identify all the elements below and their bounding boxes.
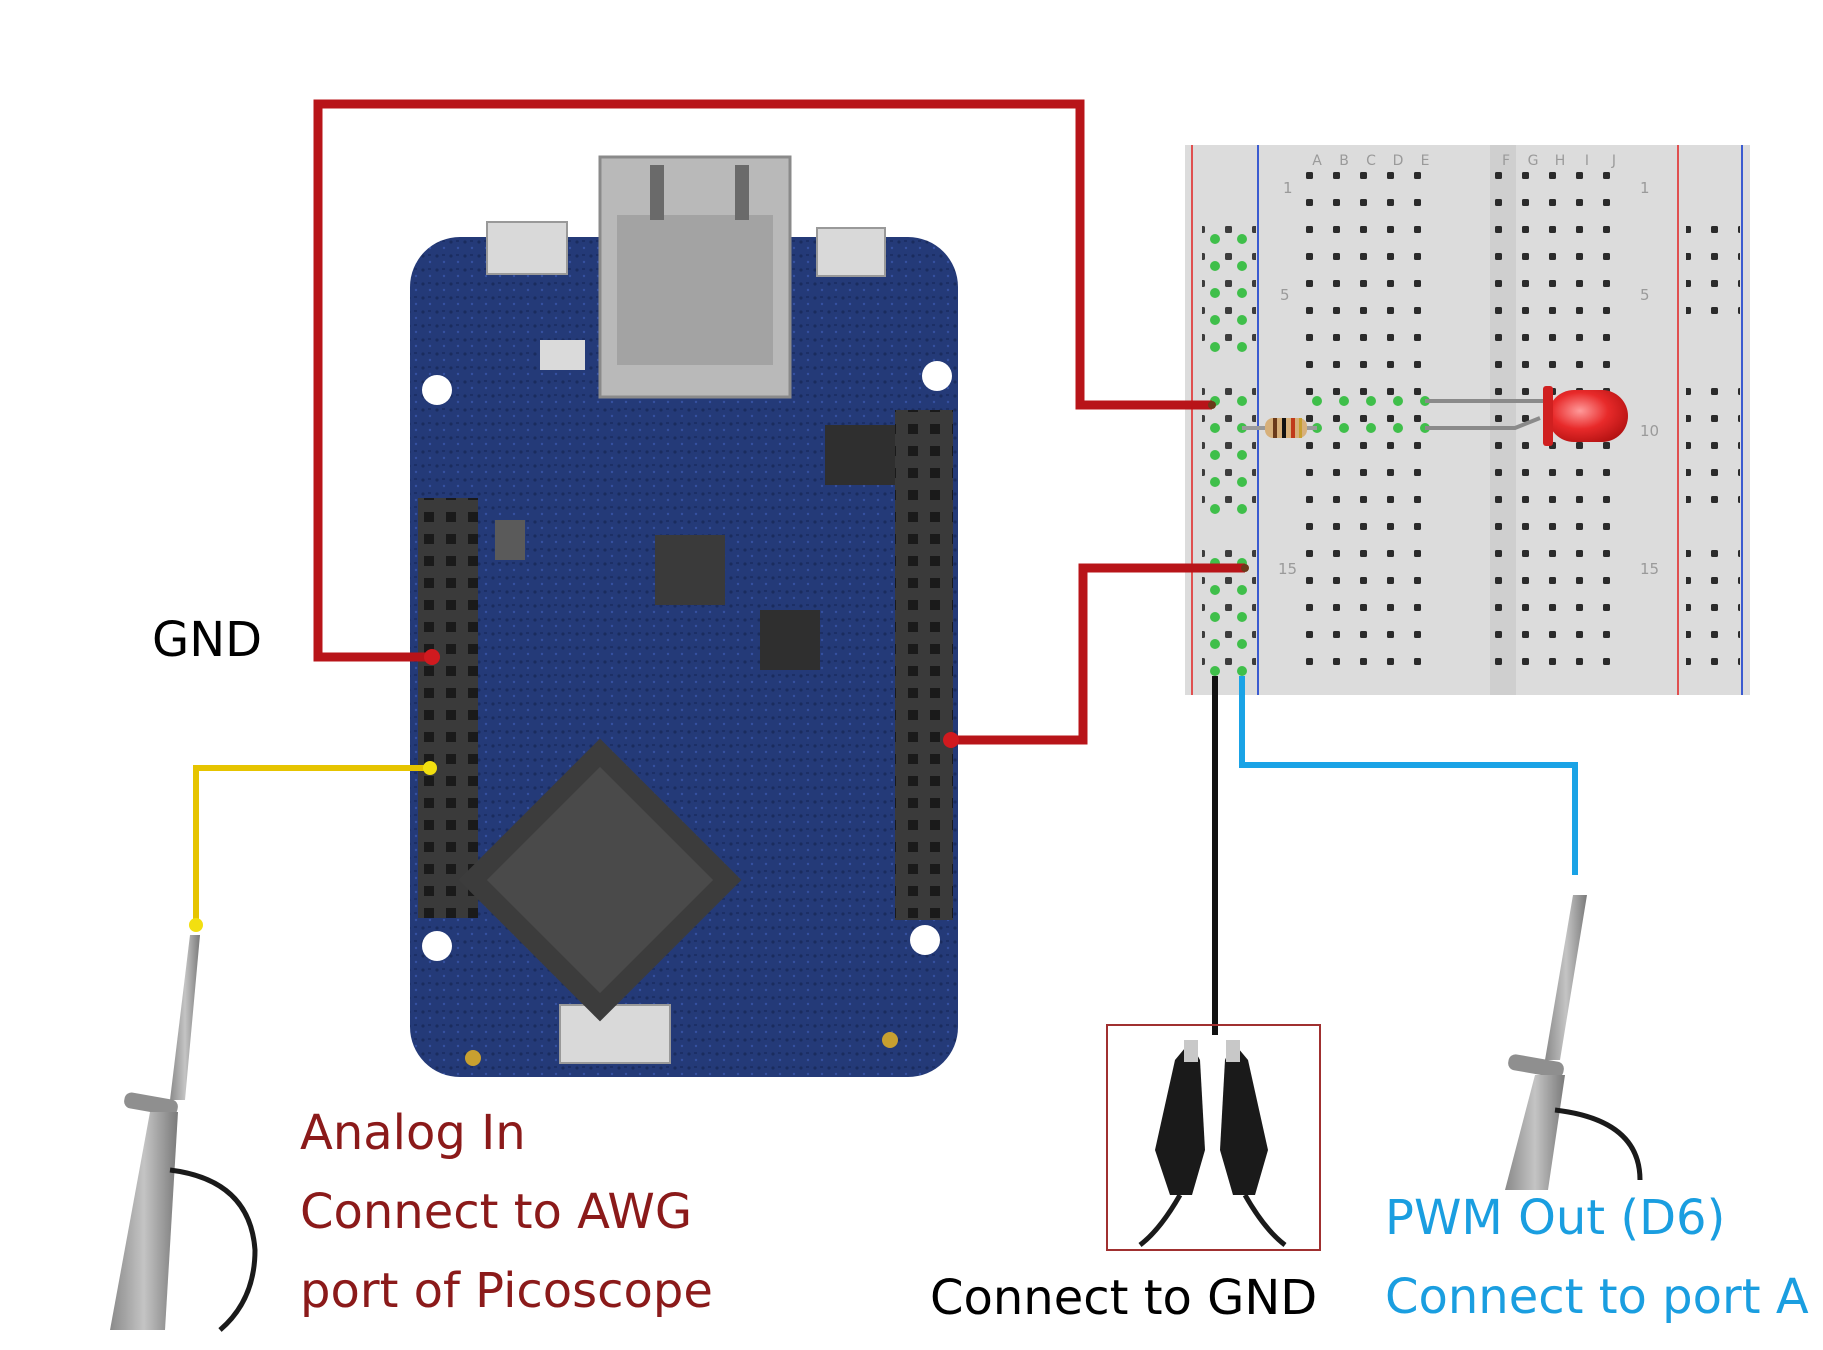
pwm-out-label: PWM Out (D6) [1385, 1190, 1726, 1246]
analog-in-label: port of Picoscope [300, 1263, 713, 1319]
analog-in-label: Analog In [300, 1105, 526, 1161]
active-holes [1210, 234, 1430, 676]
row-label: 15 [1640, 560, 1659, 578]
analog-probe-dot [189, 918, 203, 932]
col-label: J [1611, 153, 1616, 169]
pwm-out-wire [1239, 676, 1578, 875]
analog-pin-dot [423, 761, 437, 775]
breadboard-row-labels: 1 5 15 1 5 10 15 [1278, 179, 1659, 578]
col-label: F [1502, 153, 1510, 169]
analog-in-label: Connect to AWG [300, 1184, 693, 1240]
row-label: 1 [1283, 179, 1293, 197]
col-label: D [1393, 153, 1404, 169]
row-label: 15 [1278, 560, 1297, 578]
analog-in-wire [193, 765, 430, 925]
resistor-icon [1242, 418, 1317, 438]
connect-gnd-label: Connect to GND [930, 1270, 1318, 1326]
row-label: 5 [1280, 286, 1290, 304]
col-label: C [1366, 153, 1376, 169]
col-label: E [1421, 153, 1430, 169]
col-label: G [1528, 153, 1539, 169]
pwm-out-label: Connect to port A [1385, 1269, 1809, 1325]
row-label: 1 [1640, 179, 1650, 197]
col-label: I [1585, 153, 1589, 169]
led-icon [1425, 386, 1628, 446]
row-label: 10 [1640, 422, 1659, 440]
gnd-wire [313, 99, 1212, 662]
row-label: 5 [1640, 286, 1650, 304]
col-label: H [1555, 153, 1566, 169]
col-label: A [1312, 153, 1322, 169]
gnd-pin-dot [424, 649, 440, 665]
alligator-clips-icon [1106, 1024, 1321, 1251]
signal-wire [951, 563, 1245, 745]
gnd-label: GND [152, 612, 263, 668]
col-label: B [1339, 153, 1349, 169]
microcontroller-board-icon [410, 155, 958, 1077]
breadboard-icon: A B C D E F G H I J 1 5 15 1 5 10 15 [1185, 145, 1750, 695]
oscilloscope-probe-icon [110, 935, 258, 1332]
breadboard-column-labels: A B C D E F G H I J [1312, 153, 1616, 169]
oscilloscope-probe-icon [1505, 895, 1643, 1190]
right-header-pin-dot [943, 732, 959, 748]
